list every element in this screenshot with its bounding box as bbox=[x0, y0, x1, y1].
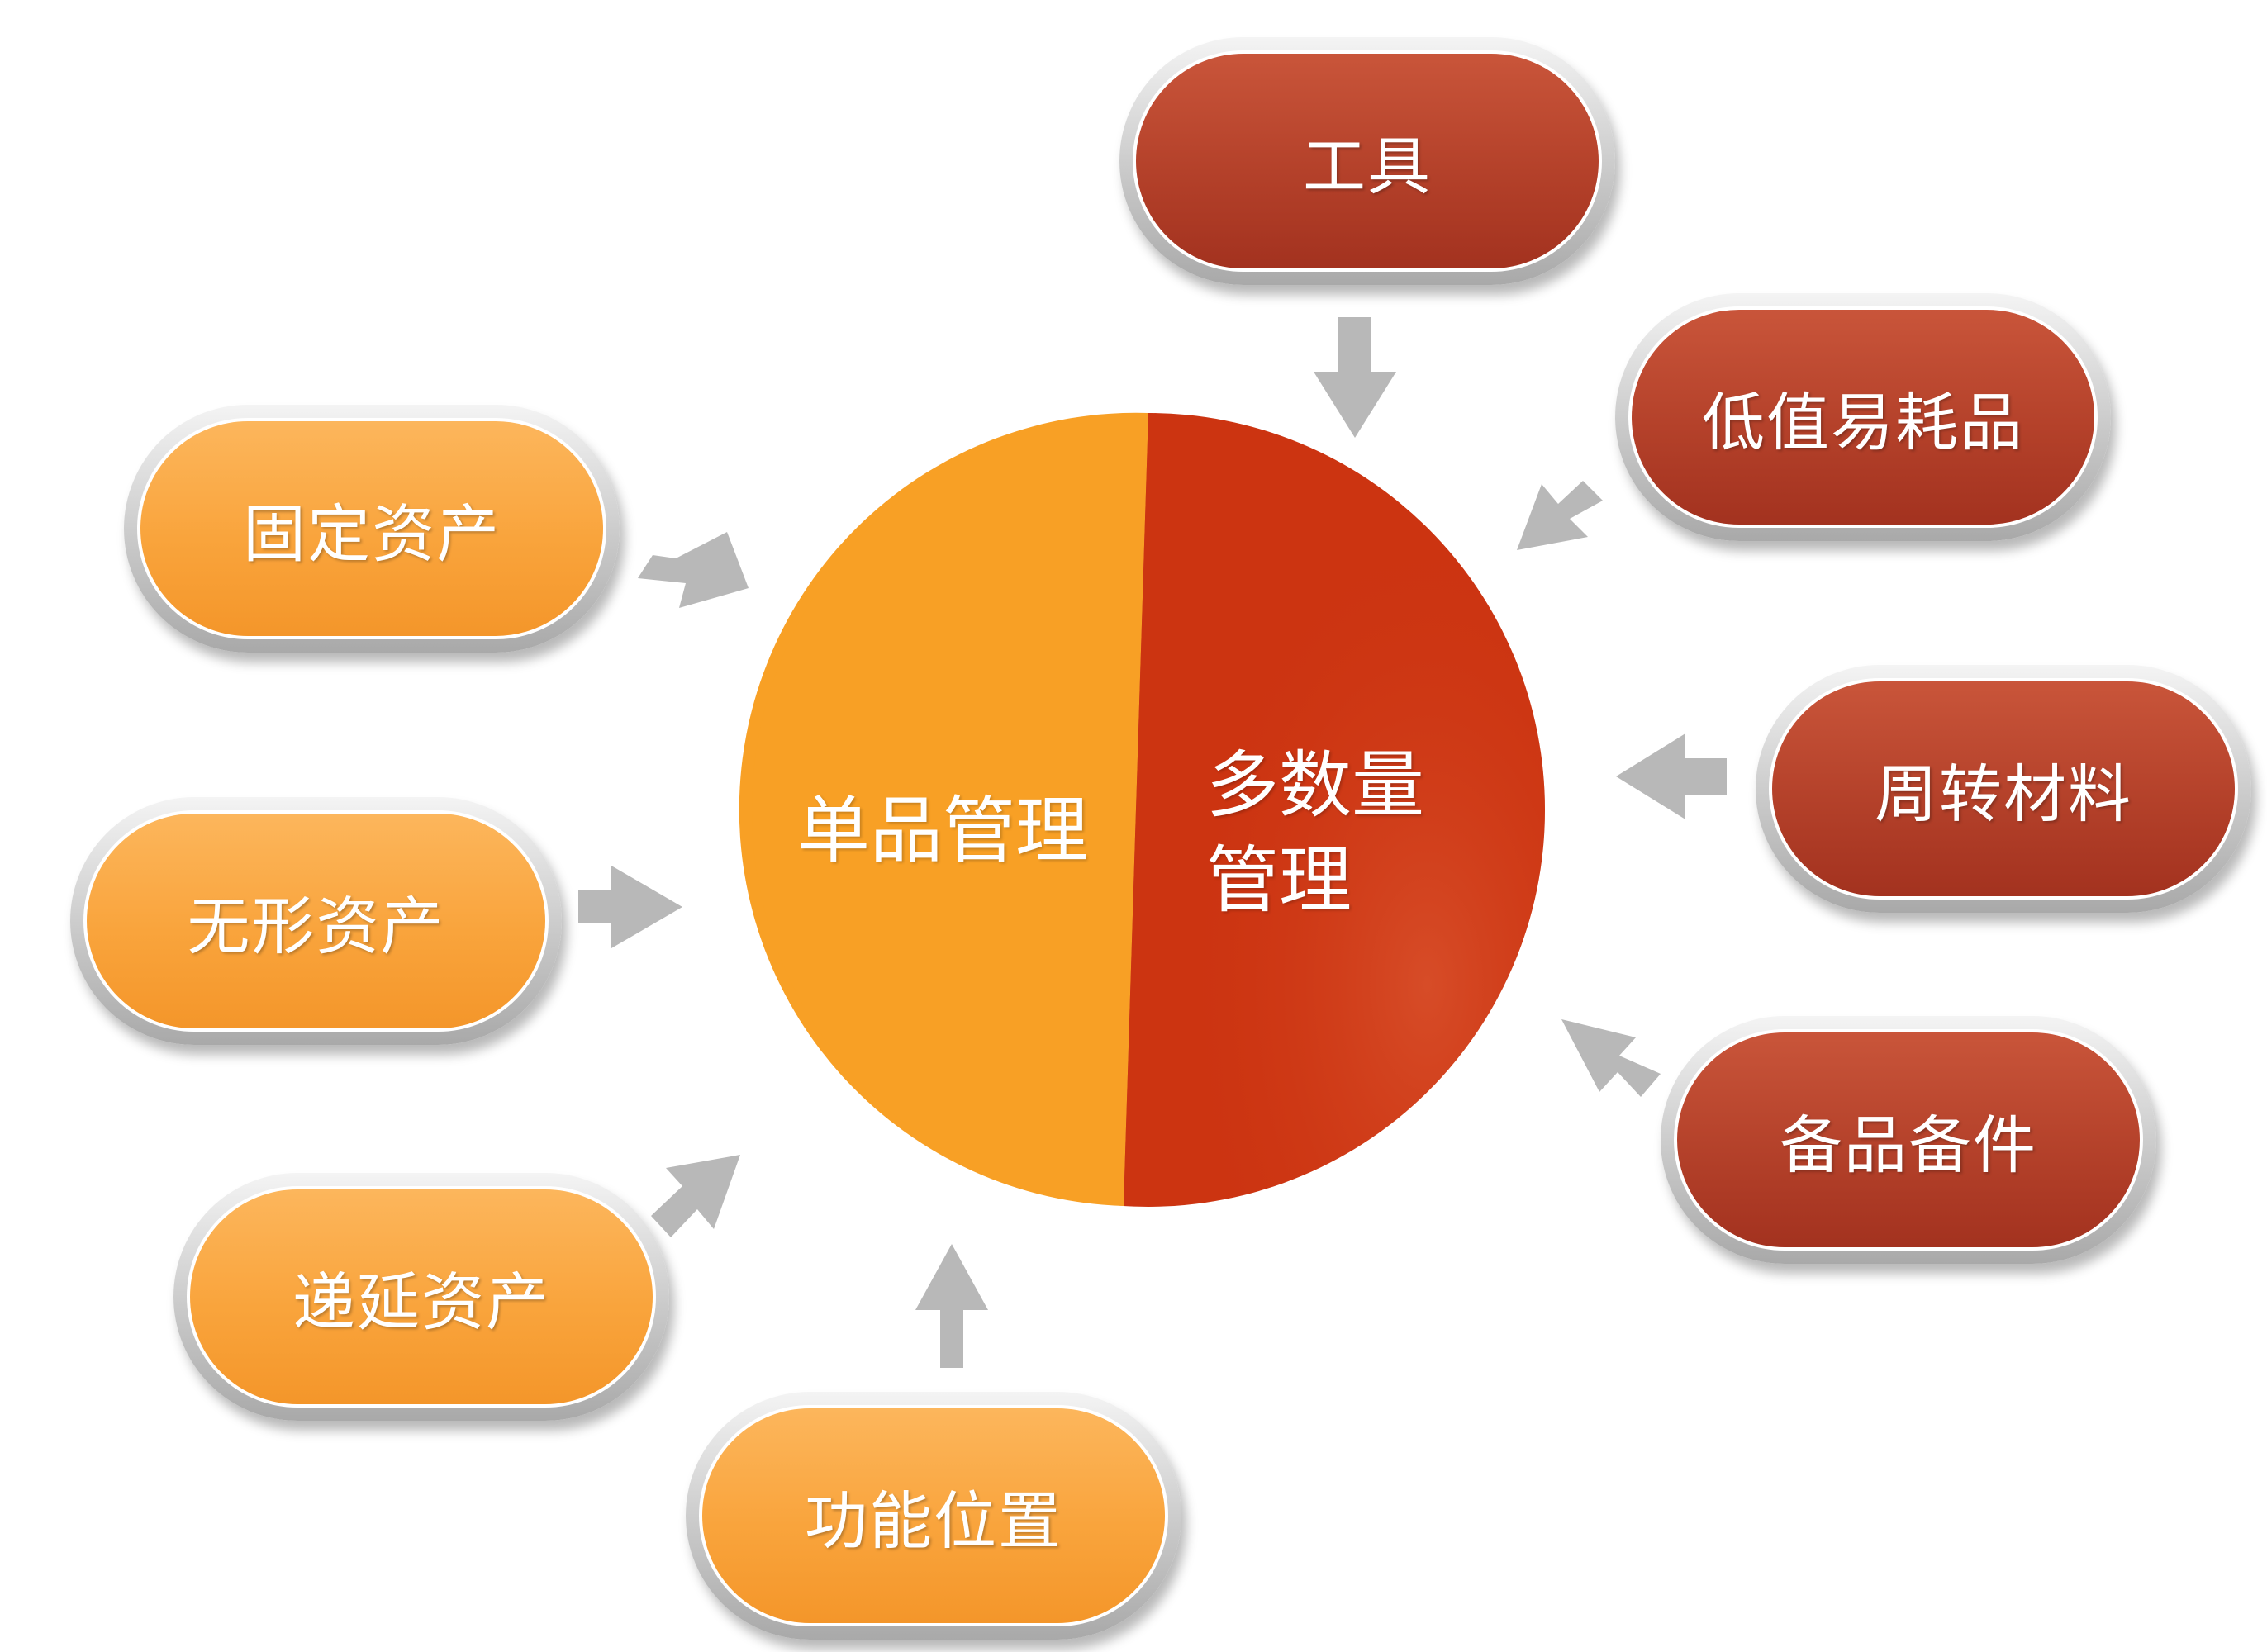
pill-spare-parts[interactable]: 备品备件 bbox=[1661, 1016, 2156, 1264]
pill-turnover-materials[interactable]: 周转材料 bbox=[1756, 665, 2251, 913]
pill-intangible-assets[interactable]: 无形资产 bbox=[70, 797, 562, 1045]
arrow-icon bbox=[1616, 733, 1727, 819]
pill-tools[interactable]: 工具 bbox=[1119, 37, 1615, 285]
pill-deferred-assets-body: 递延资产 bbox=[187, 1186, 656, 1408]
pill-deferred-assets[interactable]: 递延资产 bbox=[173, 1173, 669, 1421]
pill-functional-location-label: 功能位置 bbox=[805, 1484, 1062, 1558]
arrow-icon bbox=[638, 532, 749, 608]
pill-fixed-assets-body: 固定资产 bbox=[137, 418, 606, 639]
pill-spare-parts-body: 备品备件 bbox=[1674, 1029, 2143, 1251]
arrow-icon bbox=[578, 866, 682, 948]
arrow-icon bbox=[1561, 1019, 1661, 1097]
pill-functional-location[interactable]: 功能位置 bbox=[686, 1392, 1181, 1640]
pill-low-value-consumables-label: 低值易耗品 bbox=[1702, 386, 2024, 459]
circle-gloss bbox=[1124, 413, 1546, 1207]
pill-deferred-assets-label: 递延资产 bbox=[292, 1265, 550, 1339]
multi-quantity-management-label-line2: 管理 bbox=[1206, 838, 1352, 923]
arrow-icon bbox=[1517, 481, 1603, 550]
pill-low-value-consumables[interactable]: 低值易耗品 bbox=[1615, 293, 2111, 541]
pill-intangible-assets-body: 无形资产 bbox=[83, 810, 549, 1032]
arrow-icon bbox=[1314, 317, 1396, 438]
arrow-icon bbox=[915, 1244, 988, 1368]
multi-quantity-management-label-line1: 多数量 bbox=[1206, 743, 1425, 828]
pill-turnover-materials-label: 周转材料 bbox=[1875, 757, 2132, 831]
pill-fixed-assets[interactable]: 固定资产 bbox=[124, 405, 620, 653]
pill-functional-location-body: 功能位置 bbox=[699, 1405, 1168, 1626]
pill-tools-label: 工具 bbox=[1303, 130, 1432, 203]
single-item-management-label: 单品管理 bbox=[797, 788, 1089, 873]
pill-intangible-assets-label: 无形资产 bbox=[187, 890, 445, 963]
pill-low-value-consumables-body: 低值易耗品 bbox=[1628, 306, 2098, 528]
pill-spare-parts-label: 备品备件 bbox=[1780, 1108, 2037, 1182]
pill-turnover-materials-body: 周转材料 bbox=[1769, 678, 2238, 900]
pill-fixed-assets-label: 固定资产 bbox=[243, 497, 501, 571]
single-item-management-half-fill bbox=[751, 413, 1148, 1206]
arrow-icon bbox=[651, 1155, 740, 1237]
pill-tools-body: 工具 bbox=[1133, 50, 1602, 272]
